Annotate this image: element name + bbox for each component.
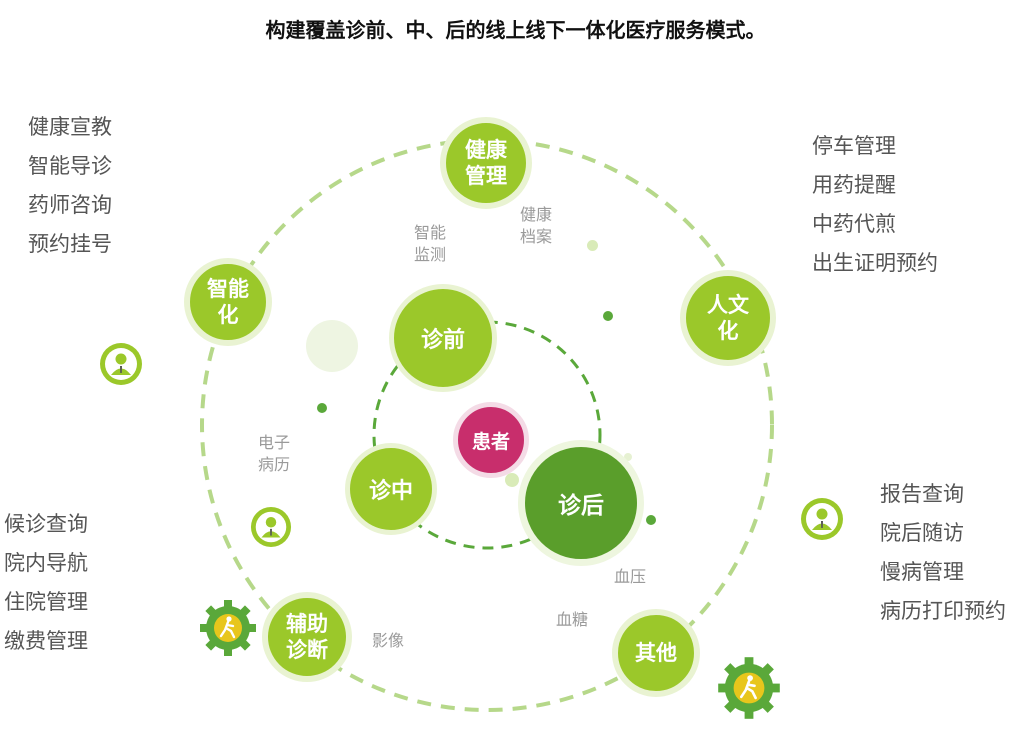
list-top-left: 健康宣教 智能导诊 药师咨询 预约挂号 — [28, 108, 112, 264]
deco-dot — [505, 473, 519, 487]
node-during-visit: 诊中 — [345, 443, 437, 535]
node-other: 其他 — [612, 609, 700, 697]
label-emr: 电子 病历 — [258, 433, 291, 474]
list-item: 病历打印预约 — [880, 599, 1006, 623]
list-item: 用药提醒 — [812, 173, 896, 197]
gear-walk-icon — [718, 657, 780, 719]
list-item: 药师咨询 — [28, 193, 112, 217]
list-item: 住院管理 — [4, 590, 88, 614]
node-health-management: 健康 管理 — [440, 117, 532, 209]
node-smart: 智能 化 — [184, 258, 272, 346]
list-item: 停车管理 — [812, 134, 896, 158]
deco-dot — [624, 453, 632, 461]
page-title: 构建覆盖诊前、中、后的线上线下一体化医疗服务模式。 — [265, 18, 766, 42]
label-blood-pressure: 血压 — [614, 567, 647, 586]
list-item: 中药代煎 — [812, 212, 896, 236]
node-patient: 患者 — [453, 402, 529, 478]
list-item: 智能导诊 — [28, 154, 112, 178]
list-item: 院内导航 — [4, 551, 88, 575]
list-item: 院后随访 — [880, 521, 964, 545]
list-item: 预约挂号 — [28, 232, 112, 256]
inner-ring — [372, 320, 602, 550]
gear-walk-icon — [200, 600, 256, 656]
person-icon — [100, 343, 142, 385]
outer-ring — [200, 138, 774, 712]
node-before-visit: 诊前 — [389, 284, 497, 392]
label-smart-monitor: 智能 监测 — [414, 223, 447, 264]
label-health-record: 健康 档案 — [520, 205, 553, 246]
node-after-visit: 诊后 — [518, 440, 644, 566]
label-imaging: 影像 — [372, 631, 405, 650]
person-icon — [250, 506, 292, 548]
deco-circle-large — [306, 320, 358, 372]
node-humane: 人文 化 — [680, 270, 776, 366]
list-bottom-right: 报告查询 院后随访 慢病管理 病历打印预约 — [880, 475, 1006, 631]
deco-dot — [587, 240, 598, 251]
list-item: 候诊查询 — [4, 512, 88, 536]
deco-dot — [603, 311, 613, 321]
deco-dot — [317, 403, 327, 413]
list-item: 健康宣教 — [28, 115, 112, 139]
list-item: 报告查询 — [880, 482, 964, 506]
label-blood-sugar: 血糖 — [556, 610, 589, 629]
list-item: 缴费管理 — [4, 629, 88, 653]
deco-dot — [646, 515, 656, 525]
node-assist-diagnosis: 辅助 诊断 — [262, 592, 352, 682]
list-top-right: 停车管理 用药提醒 中药代煎 出生证明预约 — [812, 127, 938, 283]
list-item: 慢病管理 — [880, 560, 964, 584]
person-icon — [801, 498, 843, 540]
list-bottom-left: 候诊查询 院内导航 住院管理 缴费管理 — [4, 505, 88, 661]
list-item: 出生证明预约 — [812, 251, 938, 275]
